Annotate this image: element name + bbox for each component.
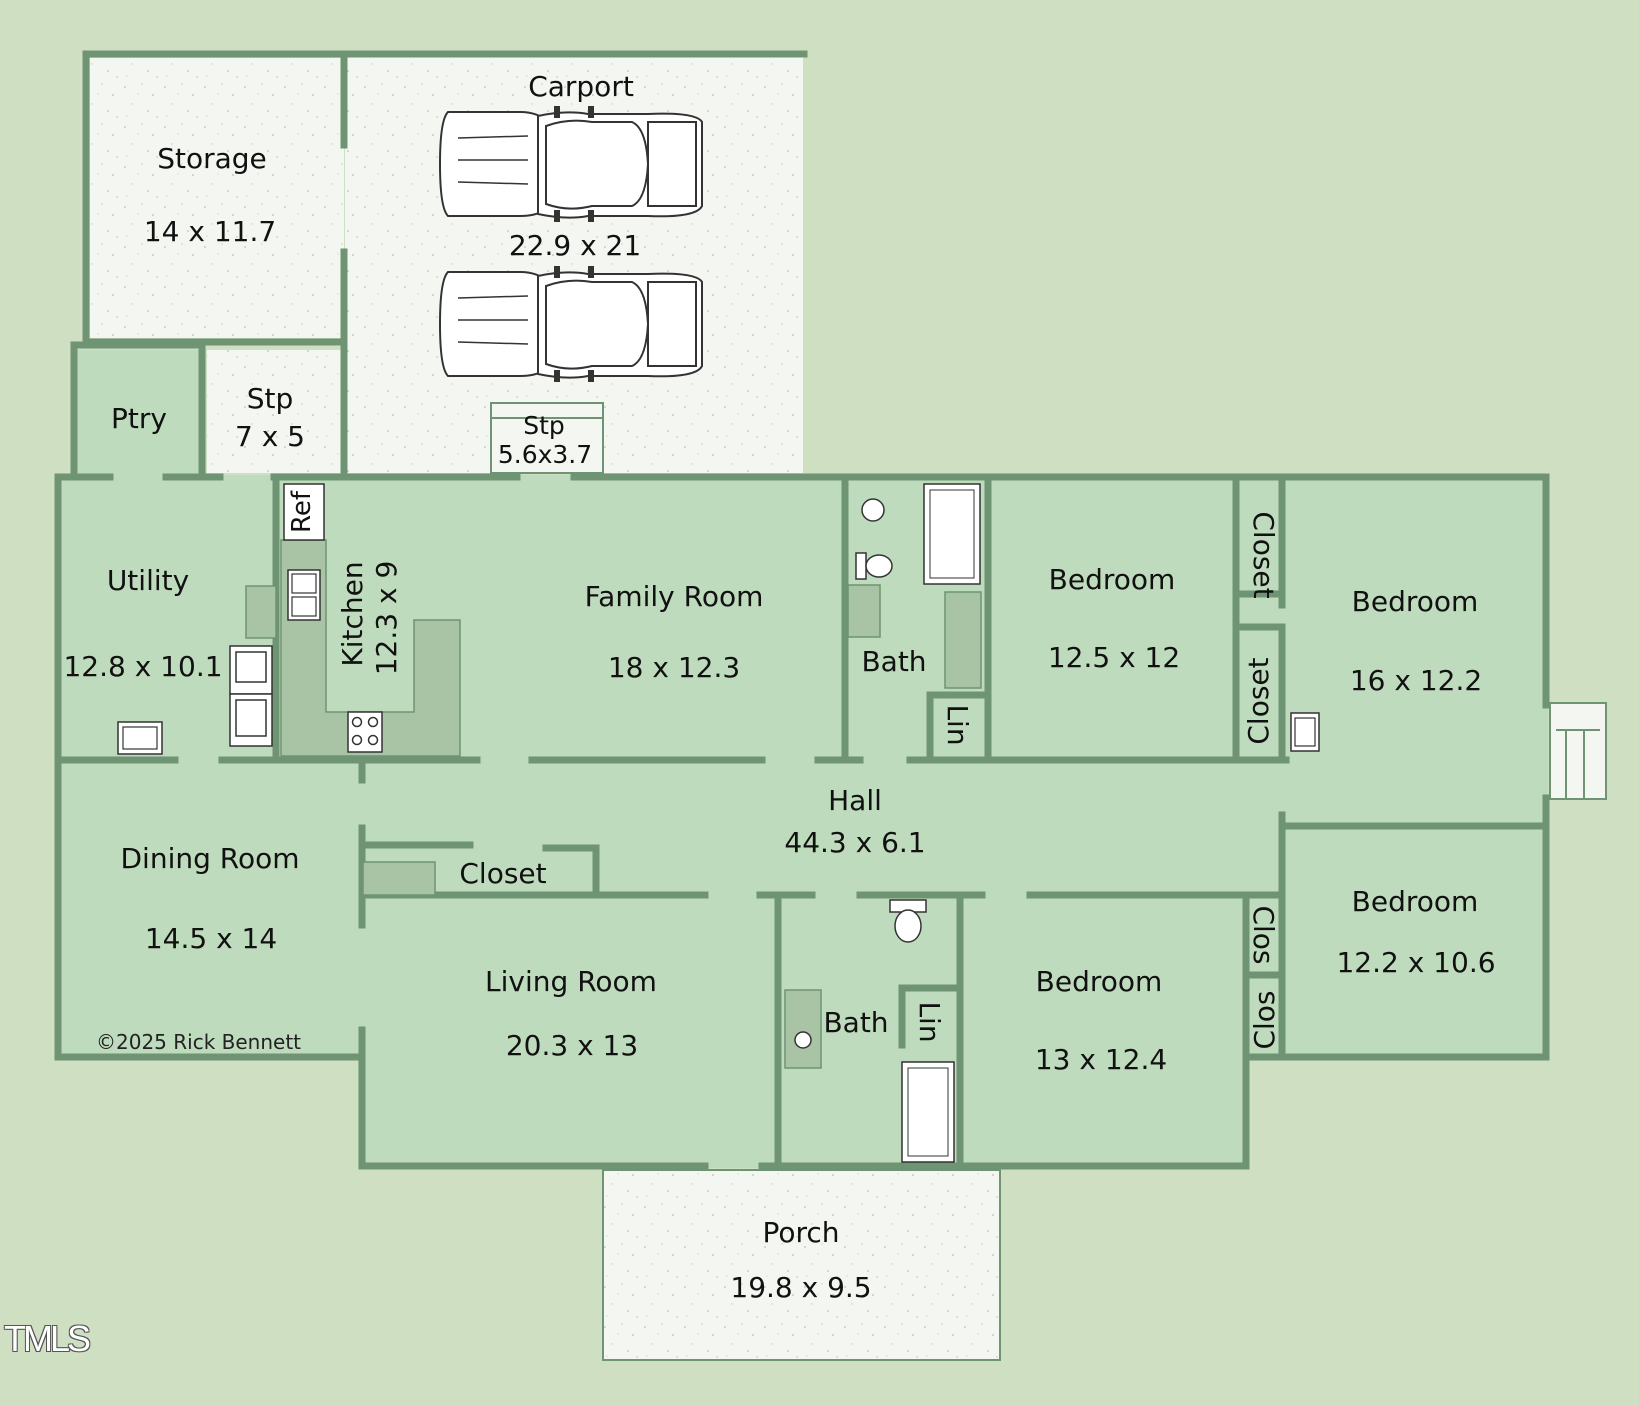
- dining-room-name: Dining Room: [120, 842, 299, 875]
- bedroom1-name: Bedroom: [1049, 563, 1176, 596]
- family-room-name: Family Room: [585, 580, 764, 613]
- step-carport-name: Stp: [523, 411, 565, 440]
- closet-bed2-name: Closet: [1242, 657, 1275, 744]
- kitchen-name: Kitchen: [336, 561, 369, 666]
- bath1-fixtures: [855, 483, 981, 585]
- clos-a-name: Clos: [1247, 905, 1280, 964]
- bedroom4-dims: 12.2 x 10.6: [1336, 946, 1495, 979]
- carport-dims: 22.9 x 21: [509, 229, 641, 262]
- step-carport-dims: 5.6x3.7: [498, 440, 592, 469]
- hall-name: Hall: [828, 784, 882, 817]
- utility-dims: 12.8 x 10.1: [63, 650, 222, 683]
- copyright-text: ©2025 Rick Bennett: [96, 1030, 301, 1054]
- bedroom1-dims: 12.5 x 12: [1048, 641, 1180, 674]
- kitchen-counters: [245, 539, 982, 896]
- linen1-name: Lin: [941, 704, 974, 745]
- bath2-name: Bath: [823, 1006, 888, 1039]
- closet-bed1-name: Closet: [1247, 511, 1280, 598]
- house-floor-south: [358, 1050, 1246, 1168]
- carport-name: Carport: [528, 70, 634, 103]
- car-icon: [438, 106, 703, 222]
- pantry-floor: [74, 350, 202, 475]
- utility-name: Utility: [107, 564, 189, 597]
- hall-dims: 44.3 x 6.1: [784, 826, 925, 859]
- refrigerator-label: Ref: [287, 490, 317, 533]
- bedroom-sink-icon: [1290, 712, 1320, 752]
- storage-floor: [90, 58, 344, 338]
- porch-name: Porch: [762, 1216, 839, 1249]
- car-icon: [438, 266, 703, 382]
- bedroom3-name: Bedroom: [1036, 965, 1163, 998]
- stove-icon: [347, 711, 383, 753]
- hall-closet-name: Closet: [459, 857, 546, 890]
- bedroom2-name: Bedroom: [1352, 585, 1479, 618]
- kitchen-dims: 12.3 x 9: [370, 561, 403, 676]
- step-slab: [207, 350, 343, 473]
- porch-dims: 19.8 x 9.5: [730, 1271, 871, 1304]
- bath2-fixtures: [784, 899, 955, 1163]
- walls: [54, 50, 1550, 1170]
- step-left-dims: 7 x 5: [235, 420, 305, 453]
- living-room-name: Living Room: [485, 965, 657, 998]
- storage-dims: 14 x 11.7: [144, 215, 276, 248]
- room-labels: Storage 14 x 11.7 Carport 22.9 x 21 Ptry…: [63, 70, 1495, 1304]
- carport-steps: [490, 402, 604, 474]
- utility-sink-icon: [117, 721, 163, 755]
- family-room-dims: 18 x 12.3: [608, 651, 740, 684]
- bath1-name: Bath: [861, 645, 926, 678]
- linen2-name: Lin: [913, 1001, 946, 1042]
- bedroom4-name: Bedroom: [1352, 885, 1479, 918]
- clos-b-name: Clos: [1248, 990, 1281, 1049]
- bedroom2-dims: 16 x 12.2: [1350, 664, 1482, 697]
- refrigerator-box: [283, 483, 325, 541]
- living-room-dims: 20.3 x 13: [506, 1029, 638, 1062]
- storage-name: Storage: [157, 142, 267, 175]
- washer-dryer-icon: [229, 645, 273, 747]
- step-left-name: Stp: [247, 382, 294, 415]
- porch-slab: [602, 1169, 1001, 1361]
- bedroom3-dims: 13 x 12.4: [1035, 1043, 1167, 1076]
- kitchen-sink-icon: [287, 569, 321, 621]
- mls-watermark: TMLS: [4, 1318, 91, 1359]
- side-steps: [1549, 702, 1607, 800]
- dining-room-dims: 14.5 x 14: [145, 922, 277, 955]
- pantry-name: Ptry: [111, 402, 167, 435]
